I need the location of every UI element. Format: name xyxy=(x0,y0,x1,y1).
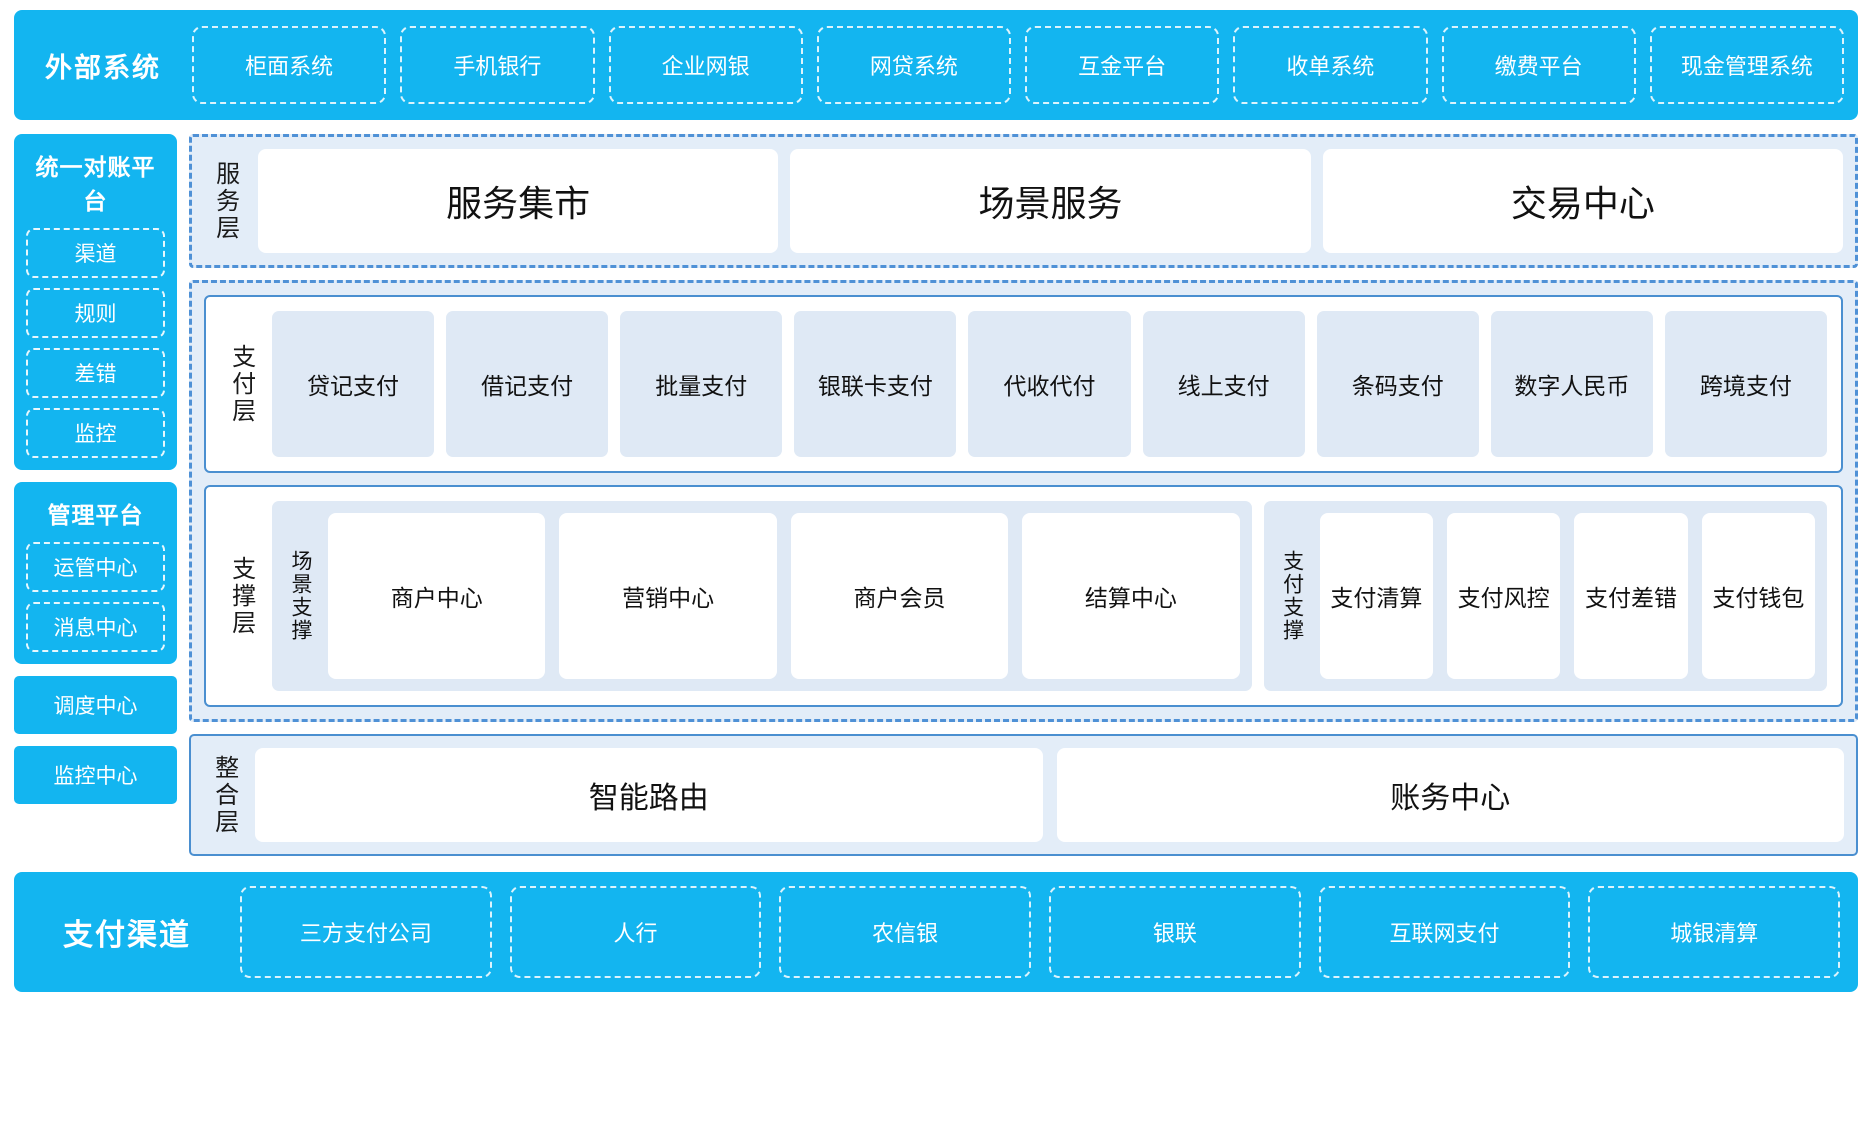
rail-item-scheduling-center[interactable]: 调度中心 xyxy=(14,676,177,734)
rail-item-monitoring-center[interactable]: 监控中心 xyxy=(14,746,177,804)
integration-card-accounting-center[interactable]: 账务中心 xyxy=(1057,748,1845,842)
middle-zone: 统一对账平台 渠道 规则 差错 监控 管理平台 运管中心 消息中心 调度中心 监… xyxy=(14,134,1858,856)
payment-layer-cards: 贷记支付 借记支付 批量支付 银联卡支付 代收代付 线上支付 条码支付 数字人民… xyxy=(272,311,1827,457)
management-platform-title: 管理平台 xyxy=(26,492,165,532)
support-card-merchant-member[interactable]: 商户会员 xyxy=(791,513,1008,679)
rail-item-channel[interactable]: 渠道 xyxy=(26,228,165,278)
payment-channels-title: 支付渠道 xyxy=(32,910,222,954)
scenario-support-cards: 商户中心 营销中心 商户会员 结算中心 xyxy=(328,513,1240,679)
integration-layer-label: 整合层 xyxy=(203,748,245,842)
payment-card-cross-border[interactable]: 跨境支付 xyxy=(1665,311,1827,457)
external-system-item[interactable]: 企业网银 xyxy=(609,26,803,104)
rail-item-error[interactable]: 差错 xyxy=(26,348,165,398)
integration-layer-row: 整合层 智能路由 账务中心 xyxy=(189,734,1858,856)
service-layer-label: 服务层 xyxy=(204,149,246,253)
payment-card-credit[interactable]: 贷记支付 xyxy=(272,311,434,457)
payment-channels-band: 支付渠道 三方支付公司 人行 农信银 银联 互联网支付 城银清算 xyxy=(14,872,1858,992)
payment-layer-row: 支付层 贷记支付 借记支付 批量支付 银联卡支付 代收代付 线上支付 条码支付 … xyxy=(204,295,1843,473)
payment-card-digital-rmb[interactable]: 数字人民币 xyxy=(1491,311,1653,457)
support-layer-groups: 场景支撑 商户中心 营销中心 商户会员 结算中心 支付支撑 支付清算 xyxy=(272,501,1827,691)
payment-channel-item[interactable]: 银联 xyxy=(1049,886,1301,978)
service-card-marketplace[interactable]: 服务集市 xyxy=(258,149,778,253)
reconciliation-platform-title: 统一对账平台 xyxy=(26,144,165,218)
service-card-scenario[interactable]: 场景服务 xyxy=(790,149,1310,253)
payment-card-unionpay[interactable]: 银联卡支付 xyxy=(794,311,956,457)
external-systems-title: 外部系统 xyxy=(28,46,178,85)
external-system-item[interactable]: 网贷系统 xyxy=(817,26,1011,104)
payment-channel-item[interactable]: 人行 xyxy=(510,886,762,978)
rail-item-operations-center[interactable]: 运管中心 xyxy=(26,542,165,592)
external-systems-band: 外部系统 柜面系统 手机银行 企业网银 网贷系统 互金平台 收单系统 缴费平台 … xyxy=(14,10,1858,120)
reconciliation-platform-box: 统一对账平台 渠道 规则 差错 监控 xyxy=(14,134,177,470)
payment-card-batch[interactable]: 批量支付 xyxy=(620,311,782,457)
support-card-merchant-center[interactable]: 商户中心 xyxy=(328,513,545,679)
payment-channel-item[interactable]: 农信银 xyxy=(779,886,1031,978)
integration-card-smart-routing[interactable]: 智能路由 xyxy=(255,748,1043,842)
payment-channel-item[interactable]: 三方支付公司 xyxy=(240,886,492,978)
scenario-support-label: 场景支撑 xyxy=(284,513,316,679)
payment-support-label: 支付支撑 xyxy=(1276,513,1308,679)
external-system-item[interactable]: 手机银行 xyxy=(400,26,594,104)
service-layer-cards: 服务集市 场景服务 交易中心 xyxy=(258,149,1843,253)
support-card-payment-wallet[interactable]: 支付钱包 xyxy=(1702,513,1815,679)
management-platform-box: 管理平台 运管中心 消息中心 xyxy=(14,482,177,664)
left-rail: 统一对账平台 渠道 规则 差错 监控 管理平台 运管中心 消息中心 调度中心 监… xyxy=(14,134,177,804)
payment-support-cards: 支付清算 支付风控 支付差错 支付钱包 xyxy=(1320,513,1815,679)
payment-card-collection[interactable]: 代收代付 xyxy=(968,311,1130,457)
payment-channels-list: 三方支付公司 人行 农信银 银联 互联网支付 城银清算 xyxy=(240,886,1840,978)
external-system-item[interactable]: 缴费平台 xyxy=(1442,26,1636,104)
support-layer-row: 支撑层 场景支撑 商户中心 营销中心 商户会员 结算中心 xyxy=(204,485,1843,707)
service-card-transaction[interactable]: 交易中心 xyxy=(1323,149,1843,253)
payment-card-barcode[interactable]: 条码支付 xyxy=(1317,311,1479,457)
support-layer-label: 支撑层 xyxy=(220,501,262,691)
external-system-item[interactable]: 柜面系统 xyxy=(192,26,386,104)
support-card-payment-risk[interactable]: 支付风控 xyxy=(1447,513,1560,679)
support-card-marketing-center[interactable]: 营销中心 xyxy=(559,513,776,679)
service-layer-zone: 服务层 服务集市 场景服务 交易中心 xyxy=(189,134,1858,268)
payment-channel-item[interactable]: 城银清算 xyxy=(1588,886,1840,978)
rail-item-message-center[interactable]: 消息中心 xyxy=(26,602,165,652)
support-card-payment-clearing[interactable]: 支付清算 xyxy=(1320,513,1433,679)
payment-card-online[interactable]: 线上支付 xyxy=(1143,311,1305,457)
payment-layer-label: 支付层 xyxy=(220,311,262,457)
integration-layer-cards: 智能路由 账务中心 xyxy=(255,748,1844,842)
payment-support-group: 支付支撑 支付清算 支付风控 支付差错 支付钱包 xyxy=(1264,501,1827,691)
layers-column: 服务层 服务集市 场景服务 交易中心 支付层 贷记支付 借记支付 批量 xyxy=(189,134,1858,856)
scenario-support-group: 场景支撑 商户中心 营销中心 商户会员 结算中心 xyxy=(272,501,1252,691)
support-card-settlement-center[interactable]: 结算中心 xyxy=(1022,513,1239,679)
external-system-item[interactable]: 现金管理系统 xyxy=(1650,26,1844,104)
payment-channel-item[interactable]: 互联网支付 xyxy=(1319,886,1571,978)
payment-card-debit[interactable]: 借记支付 xyxy=(446,311,608,457)
external-system-item[interactable]: 收单系统 xyxy=(1233,26,1427,104)
external-systems-list: 柜面系统 手机银行 企业网银 网贷系统 互金平台 收单系统 缴费平台 现金管理系… xyxy=(192,26,1844,104)
rail-item-rule[interactable]: 规则 xyxy=(26,288,165,338)
support-card-payment-error[interactable]: 支付差错 xyxy=(1574,513,1687,679)
external-system-item[interactable]: 互金平台 xyxy=(1025,26,1219,104)
service-layer-row: 服务层 服务集市 场景服务 交易中心 xyxy=(204,149,1843,253)
rail-item-monitor[interactable]: 监控 xyxy=(26,408,165,458)
core-layers-zone: 支付层 贷记支付 借记支付 批量支付 银联卡支付 代收代付 线上支付 条码支付 … xyxy=(189,280,1858,722)
